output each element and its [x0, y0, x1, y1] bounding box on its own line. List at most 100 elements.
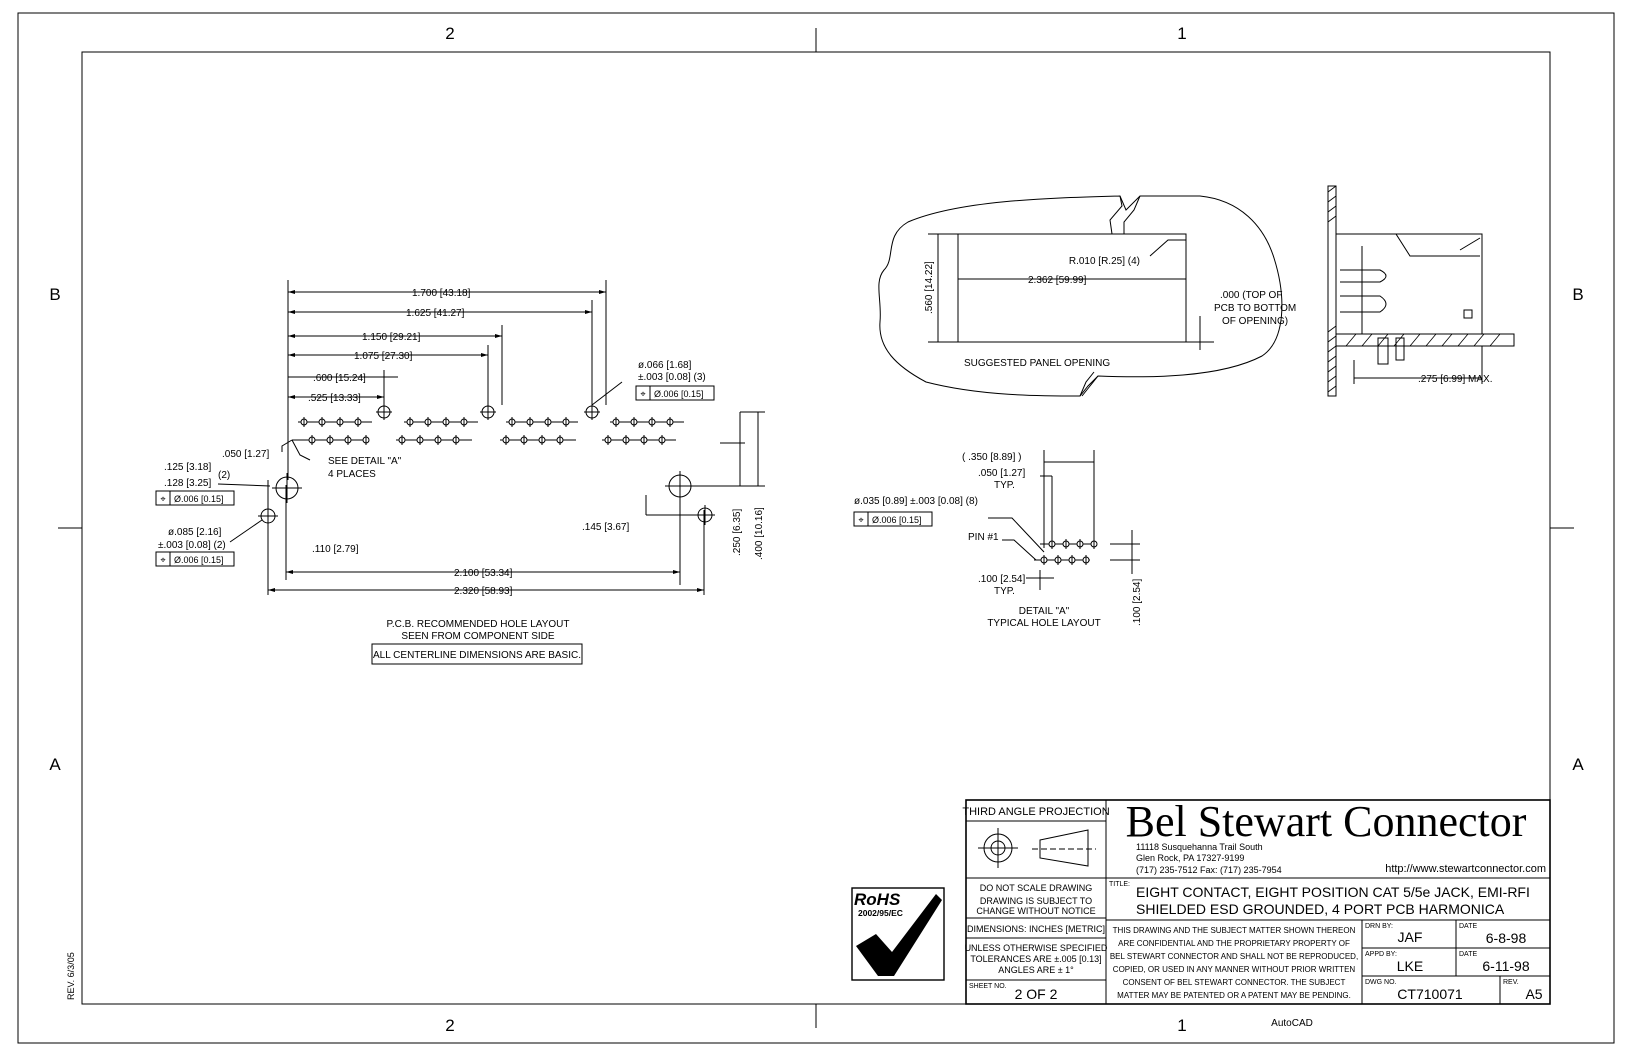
- panel-opening: [878, 195, 1283, 397]
- pin-hole: [1076, 539, 1084, 549]
- revision: A5: [1525, 986, 1542, 1002]
- pin-hole: [1062, 539, 1070, 549]
- dim-085-tol: ±.003 [0.08] (2): [158, 540, 226, 551]
- position-symbol: ⌖: [160, 494, 165, 504]
- fcf-value: Ø.006 [0.15]: [174, 555, 224, 565]
- zone-label-b-right: B: [1572, 285, 1583, 304]
- confidential-line-4: COPIED, OR USED IN ANY MANNER WITHOUT PR…: [1113, 965, 1356, 974]
- drawn-by: JAF: [1398, 929, 1423, 945]
- dim-050: .050 [1.27]: [222, 449, 269, 460]
- detail-a-note: SEE DETAIL "A": [328, 456, 402, 467]
- no-scale-note: DO NOT SCALE DRAWING: [980, 883, 1093, 893]
- pin-hole: [604, 435, 612, 445]
- pin-hole: [318, 417, 326, 427]
- pin-hole: [640, 435, 648, 445]
- zone-label-2-top: 2: [445, 24, 454, 43]
- detail-dim-100-vertical: .100 [2.54]: [1132, 579, 1143, 626]
- rohs-directive: 2002/95/EC: [858, 908, 903, 918]
- pin-1-label: PIN #1: [968, 532, 999, 543]
- rohs-logo: RoHS 2002/95/EC: [851, 887, 945, 981]
- dim-1150: 1.150 [29.21]: [362, 332, 421, 343]
- date-2-label: DATE: [1459, 951, 1477, 958]
- dim-085: ø.085 [2.16]: [168, 527, 222, 538]
- revision-stamp: REV. 6/3/05: [66, 952, 76, 1000]
- approved-by-label: APPD BY:: [1365, 951, 1397, 958]
- fcf-value: Ø.006 [0.15]: [174, 494, 224, 504]
- dim-2100: 2.100 [53.34]: [454, 568, 513, 579]
- zone-label-a-left: A: [49, 755, 61, 774]
- detail-a-places: 4 PLACES: [328, 469, 376, 480]
- detail-typ-2: TYP.: [994, 586, 1015, 597]
- pin-hole: [612, 417, 620, 427]
- confidential-line-1: THIS DRAWING AND THE SUBJECT MATTER SHOW…: [1113, 926, 1356, 935]
- subject-note-1: DRAWING IS SUBJECT TO: [980, 896, 1092, 906]
- subject-note-2: CHANGE WITHOUT NOTICE: [976, 906, 1095, 916]
- zone-label-b-left: B: [49, 285, 60, 304]
- address-line-1: 11118 Susquehanna Trail South: [1136, 842, 1263, 852]
- pin-hole: [442, 417, 450, 427]
- zone-label-1-top: 1: [1177, 24, 1186, 43]
- title-line-1: EIGHT CONTACT, EIGHT POSITION CAT 5/5e J…: [1136, 884, 1530, 900]
- confidential-line-3: BEL STEWART CONNECTOR AND SHALL NOT BE R…: [1110, 952, 1358, 961]
- date-drawn: 6-8-98: [1486, 930, 1527, 946]
- pin-hole: [460, 417, 468, 427]
- pin-hole: [362, 435, 370, 445]
- dim-400: .400 [10.16]: [754, 507, 765, 560]
- pcb-hole-layout: ⌖ ⌖ ⌖: [155, 280, 765, 665]
- dim-1700: 1.700 [43.18]: [412, 288, 471, 299]
- pin-hole: [1068, 555, 1076, 565]
- pin-hole: [538, 435, 546, 445]
- detail-caption-2: TYPICAL HOLE LAYOUT: [987, 618, 1100, 629]
- pin-hole: [1090, 539, 1098, 549]
- sheet-number: 2 OF 2: [1015, 986, 1058, 1002]
- detail-typ-1: TYP.: [994, 480, 1015, 491]
- side-view: [1327, 185, 1515, 397]
- drawing-number-label: DWG NO.: [1365, 979, 1397, 986]
- dim-125: .125 [3.18]: [164, 462, 211, 473]
- pin-hole: [452, 435, 460, 445]
- panel-note-1: .000 (TOP OF: [1220, 290, 1282, 301]
- panel-note-3: OF OPENING): [1222, 316, 1288, 327]
- detail-dim-050: .050 [1.27]: [978, 468, 1025, 479]
- approved-by: LKE: [1397, 958, 1423, 974]
- pin-hole: [416, 435, 424, 445]
- dim-145: .145 [3.67]: [582, 522, 629, 533]
- date-1-label: DATE: [1459, 923, 1477, 930]
- pin-hole: [556, 435, 564, 445]
- dim-525: .525 [13.33]: [308, 393, 361, 404]
- title-block: [965, 799, 1551, 1005]
- pin-hole: [398, 435, 406, 445]
- dim-600: .600 [15.24]: [313, 373, 366, 384]
- side-view-dim: .275 [6.99] MAX.: [1418, 374, 1493, 385]
- pin-hole: [354, 417, 362, 427]
- pin-hole: [508, 417, 516, 427]
- pcb-caption-2: SEEN FROM COMPONENT SIDE: [401, 631, 554, 642]
- pin-hole: [406, 417, 414, 427]
- qty-2: (2): [218, 470, 230, 481]
- basic-dims-note: ALL CENTERLINE DIMENSIONS ARE BASIC.: [373, 650, 581, 661]
- pin-hole: [424, 417, 432, 427]
- zone-label-1-bottom: 1: [1177, 1016, 1186, 1035]
- pin-hole: [544, 417, 552, 427]
- phone-fax: (717) 235-7512 Fax: (717) 235-7954: [1136, 865, 1282, 875]
- pin-hole: [648, 417, 656, 427]
- tolerance-note-2: TOLERANCES ARE ±.005 [0.13]: [970, 954, 1101, 964]
- pin-hole: [344, 435, 352, 445]
- zone-label-a-right: A: [1572, 755, 1584, 774]
- panel-height: .560 [14.22]: [924, 261, 935, 314]
- position-symbol: ⌖: [858, 515, 863, 525]
- title-label: TITLE:: [1109, 881, 1130, 888]
- dimensions-note: DIMENSIONS: INCHES [METRIC]: [967, 924, 1105, 934]
- detail-fcf: Ø.006 [0.15]: [872, 515, 922, 525]
- sheet-label: SHEET NO.: [969, 983, 1007, 990]
- dim-1075: 1.075 [27.30]: [354, 351, 413, 362]
- pin-hole: [308, 435, 316, 445]
- pin-hole: [1082, 555, 1090, 565]
- pin-hole: [630, 417, 638, 427]
- dim-110: .110 [2.79]: [312, 544, 359, 555]
- pin-hole: [622, 435, 630, 445]
- pin-hole: [336, 417, 344, 427]
- panel-width: 2.362 [59.99]: [1028, 275, 1087, 286]
- projection-label: THIRD ANGLE PROJECTION: [962, 806, 1109, 818]
